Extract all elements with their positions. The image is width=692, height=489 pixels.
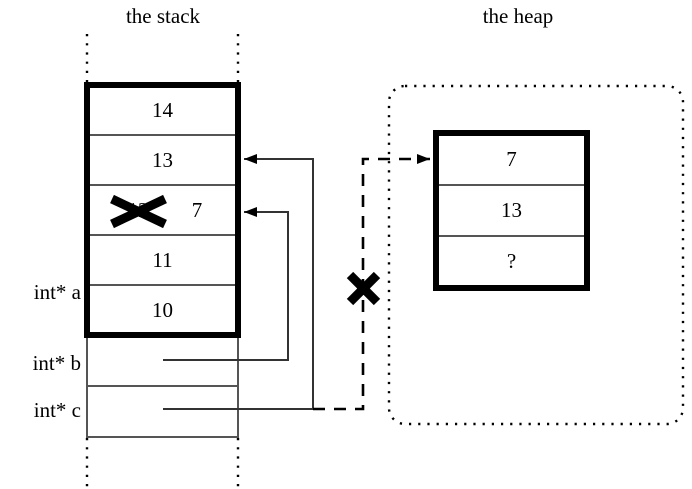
heap-cell-value-0: 7 <box>506 147 517 171</box>
stack-cell-value-0: 14 <box>152 98 173 122</box>
heap-cell-value-2: ? <box>506 249 517 273</box>
variable-label-b: int* b <box>32 351 81 375</box>
heap-cell-value-1: 13 <box>501 198 522 222</box>
variable-label-c: int* c <box>33 398 81 422</box>
invalidated-pointer-x-mark <box>346 271 381 306</box>
stack-cell-value-3: 11 <box>152 248 173 272</box>
stack-cell-value-2-new: 7 <box>191 198 203 222</box>
stack-cell-value-4: 10 <box>152 298 173 322</box>
stack-frame-box <box>84 82 241 338</box>
pointer-c-arrow <box>163 154 314 410</box>
stack-cell-value-1: 13 <box>152 148 173 172</box>
pointer-b-arrow <box>163 207 289 361</box>
heap-title: the heap <box>482 4 554 28</box>
variable-label-a: int* a <box>33 280 81 304</box>
heap-boundary <box>387 84 685 426</box>
struck-value-x-mark <box>110 194 167 229</box>
stack-title: the stack <box>125 4 201 28</box>
stack-cell-value-2-struck: 12 <box>127 198 149 222</box>
heap-block-box <box>433 130 590 291</box>
